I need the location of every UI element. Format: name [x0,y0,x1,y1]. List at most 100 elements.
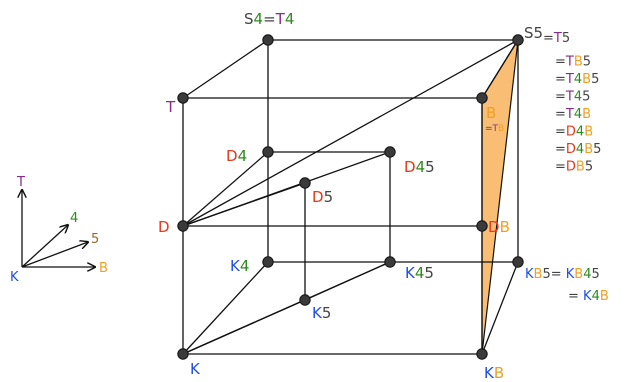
s5-equality-3-part: 5 [582,90,590,105]
s5-equality-5: =D4B [555,125,593,140]
vertex-d [177,220,189,232]
vertex-label-k5: K5 [312,304,331,322]
kb5-equality-0-part: K [525,267,534,282]
kb5-equality-1: = K4B [568,289,609,304]
kb5-equality-0-part: 5 [542,267,550,282]
s5-equality-6-part: 4 [576,142,584,157]
s5-equality-4-part: 4 [574,107,582,122]
vertex-label-k45-part: 4 [415,264,425,282]
kb5-equality-1-part: B [600,289,609,304]
face-label-tb-part: T [492,124,499,134]
vertex-d5 [299,177,311,189]
s5-equality-1-part: T [565,55,574,70]
s5-equality-6-part: 5 [593,142,601,157]
vertex-label-kb-part: B [494,364,504,382]
vertex-label-k-part: K [190,360,201,378]
vertex-label-db-part: D [488,218,500,236]
axis-label-4-part: 4 [70,211,78,226]
s5-equality-0-part: = [543,31,554,46]
s5-equality-6: =D4B5 [555,142,601,157]
s5-equality-3-part: = [555,90,566,105]
vertex-label-s5-part: S [524,24,534,42]
vertex-s4 [262,34,274,46]
vertex-label-kb-part: K [484,364,495,382]
axis-label-t-part: T [16,175,25,190]
kb5-equality-1-part: = [568,289,583,304]
s5-equality-1-part: = [555,55,566,70]
s5-equality-6-part: D [566,142,576,157]
vertex-kb5 [512,256,524,268]
s5-equality-6-part: = [555,142,566,157]
kb5-equality-0-part: B [534,267,543,282]
s5-equality-4-part: B [582,107,591,122]
vertex-label-k45: K45 [405,264,434,282]
vertex-label-s5: S5 [524,24,543,42]
axes-legend [22,190,95,267]
axis-4 [21,225,68,268]
vertex-k4 [262,256,274,268]
kb5-equality-0-part: B [574,267,583,282]
vertex-label-d5-part: D [312,188,324,206]
vertex-label-d5: D5 [312,188,333,206]
s5-equality-3-part: 4 [574,90,582,105]
vertex-label-d-part: D [158,218,170,236]
s5-equality-5-part: = [555,125,566,140]
vertex-k45 [384,256,396,268]
vertex-label-kb: KB [484,364,504,382]
vertex-label-k5-part: 5 [322,304,332,322]
s5-equality-2-part: = [555,72,566,87]
s5-equality-2-part: B [582,72,591,87]
axis-label-5: 5 [91,232,99,247]
vertex-label-d4: D4 [226,147,247,165]
kb5-equality-0-part: 4 [583,267,591,282]
vertex-label-d4-part: 4 [238,147,248,165]
vertex-label-k45-part: K [405,264,416,282]
vertex-label-s4-part: = [263,10,276,28]
vertex-label-db: DB [488,218,510,236]
kb5-equality-0-part: K [566,267,575,282]
s5-equality-0-part: 5 [562,31,570,46]
kb5-equality-0: KB5= KB45 [525,267,600,282]
edges [182,39,519,355]
vertex-label-k4: K4 [230,257,249,275]
vertex-label-s5-part: 5 [534,24,544,42]
vertex-label-b: B [486,104,496,122]
vertex-label-db-part: B [500,218,510,236]
axis-5 [21,242,88,268]
vertex-kb [476,348,488,360]
s5-equality-5-part: B [584,125,593,140]
kb5-equality-0-part: = [551,267,566,282]
s5-equality-1-part: B [574,55,583,70]
s5-equality-7-part: = [555,160,566,175]
vertex-label-k4-part: K [230,257,241,275]
vertex-label-k4-part: 4 [240,257,250,275]
s5-equality-4-part: T [565,107,574,122]
axis-label-t: T [16,175,25,190]
face-label-tb-part: = [485,124,493,134]
vertex-label-s4-part: S [244,10,254,28]
vertex-label-s4-part: 4 [285,10,295,28]
s5-equality-7-part: D [566,160,576,175]
vertex-label-s4-part: 4 [254,10,264,28]
vertex-label-d45: D45 [404,158,435,176]
s5-equality-4-part: = [555,107,566,122]
s5-equality-3-part: T [565,90,574,105]
axis-label-4: 4 [70,211,78,226]
vertex-db [476,220,488,232]
vertex-label-k: K [190,360,201,378]
s5-equality-7: =DB5 [555,160,593,175]
s5-equality-2: =T4B5 [555,72,599,87]
s5-equality-5-part: 4 [576,125,584,140]
s5-equality-2-part: T [565,72,574,87]
kb5-equality-1-part: K [583,289,592,304]
s5-equality-3: =T45 [555,90,590,105]
axis-label-5-part: 5 [91,232,99,247]
vertex-d4 [262,146,274,158]
axis-label-b-part: B [99,261,108,276]
vertex-t [177,92,189,104]
vertex-label-t-part: T [165,98,176,116]
vertex-label-d45-part: 5 [425,158,435,176]
s5-equality-7-part: 5 [585,160,593,175]
